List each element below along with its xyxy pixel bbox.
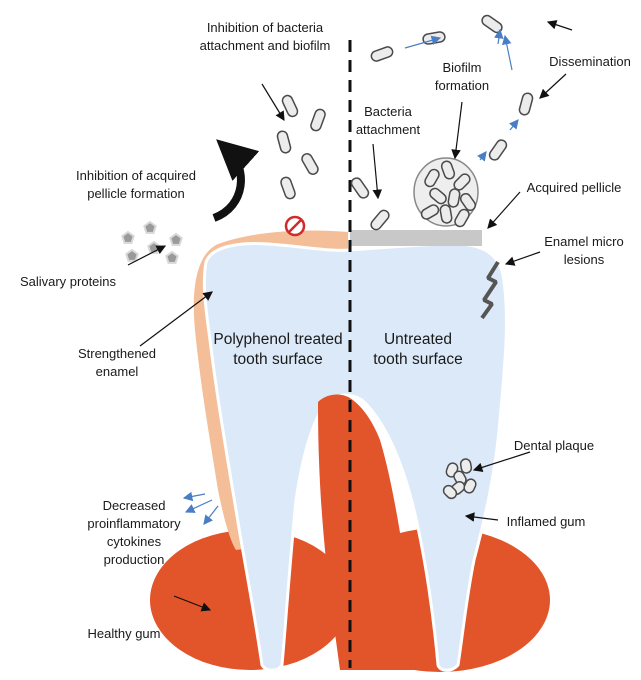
acquired-pellicle-layer xyxy=(350,230,482,246)
label-acquired-pellicle: Acquired pellicle xyxy=(527,180,622,195)
label-healthy-gum: Healthy gum xyxy=(88,626,161,641)
rod-bacterium-icon xyxy=(280,176,297,200)
pentagon-icon xyxy=(126,250,137,261)
rod-bacterium-icon xyxy=(310,108,327,132)
label-dissemination: Dissemination xyxy=(549,54,631,69)
salivary-proteins-cluster xyxy=(122,222,181,263)
label-inflamed-gum: Inflamed gum xyxy=(507,514,586,529)
rod-bacterium-icon xyxy=(300,152,320,176)
no-entry-icon xyxy=(286,217,304,235)
curved-inhibition-arrow xyxy=(214,150,241,218)
rod-bacterium-icon xyxy=(370,46,394,63)
label-dental-plaque: Dental plaque xyxy=(514,438,594,453)
rod-bacterium-icon xyxy=(518,92,533,116)
rod-bacterium-icon xyxy=(488,138,509,162)
rod-bacterium-icon xyxy=(422,31,445,45)
pentagon-icon xyxy=(122,232,133,243)
pentagon-icon xyxy=(166,252,177,263)
label-salivary-proteins: Salivary proteins xyxy=(20,274,117,289)
rod-bacterium-icon xyxy=(276,130,291,154)
rod-bacterium-icon xyxy=(281,94,299,118)
rod-bacterium-icon xyxy=(350,176,371,200)
pentagon-icon xyxy=(144,222,155,233)
rod-bacterium-icon xyxy=(369,208,391,231)
pentagon-icon xyxy=(170,234,181,245)
